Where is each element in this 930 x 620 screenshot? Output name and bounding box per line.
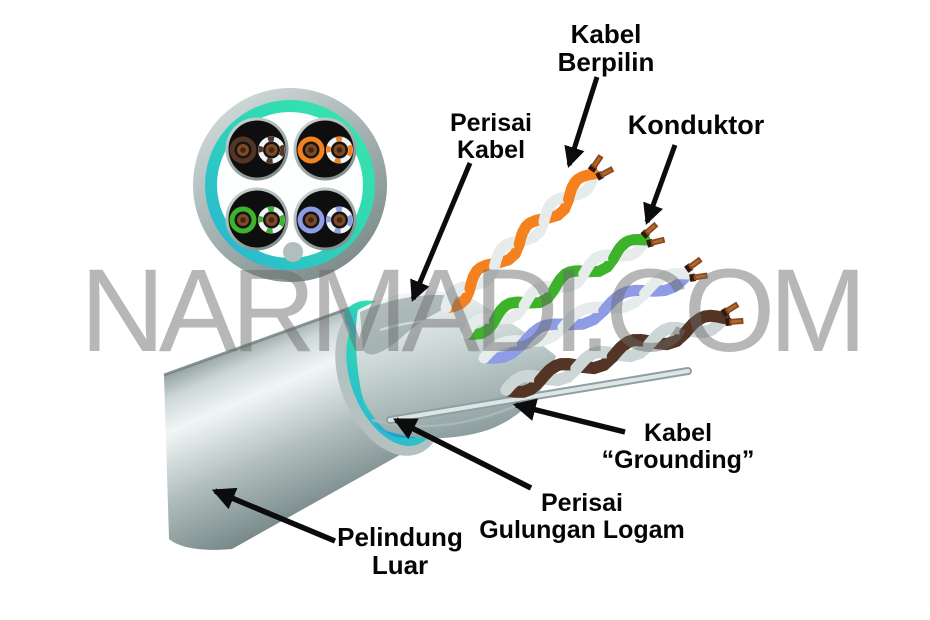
copper-tip-highlight: [727, 304, 737, 312]
copper-tip-highlight: [646, 224, 656, 233]
arrow-perisai-kabel: [410, 162, 473, 302]
wires-layer: [386, 154, 744, 424]
label-konduktor: Konduktor: [627, 110, 765, 140]
label-perisai-gulungan-logam: Perisai Gulungan Logam: [479, 489, 685, 544]
blue-white-pair: [478, 256, 708, 364]
copper-tip-highlight: [690, 259, 700, 268]
copper-tip-highlight: [652, 238, 663, 244]
arrow-pelindung-luar: [211, 487, 337, 544]
jacket-edge-line: [163, 302, 362, 377]
orange-white-pair: [440, 154, 615, 314]
copper-tip-highlight: [695, 274, 706, 279]
brown-silver-pair: [500, 301, 744, 398]
callout-arrows: [211, 76, 678, 544]
cross-section: [193, 88, 387, 282]
copper-tip-highlight: [593, 156, 601, 167]
label-pelindung-luar: Pelindung Luar: [337, 522, 463, 581]
arrow-perisai-gulungan-logam: [392, 417, 533, 491]
label-perisai-kabel: Perisai Kabel: [449, 109, 533, 164]
copper-tip-highlight: [601, 168, 612, 176]
copper-tip-highlight: [731, 319, 742, 324]
green-white-pair: [460, 221, 666, 341]
cross-pair-orange: [293, 117, 357, 181]
cross-ground-wire-dot: [283, 242, 303, 262]
arrow-kabel-berpilin: [564, 76, 600, 169]
foil-fold-shadow: [360, 294, 466, 355]
arrow-kabel-grounding: [512, 398, 626, 435]
arrow-konduktor: [643, 144, 678, 225]
ground-wire-highlight: [388, 369, 690, 422]
label-kabel-berpilin: Kabel Berpilin: [557, 19, 655, 78]
label-kabel-grounding: Kabel “Grounding”: [601, 419, 755, 474]
cross-pair-green: [225, 187, 289, 251]
cross-pair-blue: [293, 187, 357, 251]
cross-pair-brown: [225, 117, 289, 181]
